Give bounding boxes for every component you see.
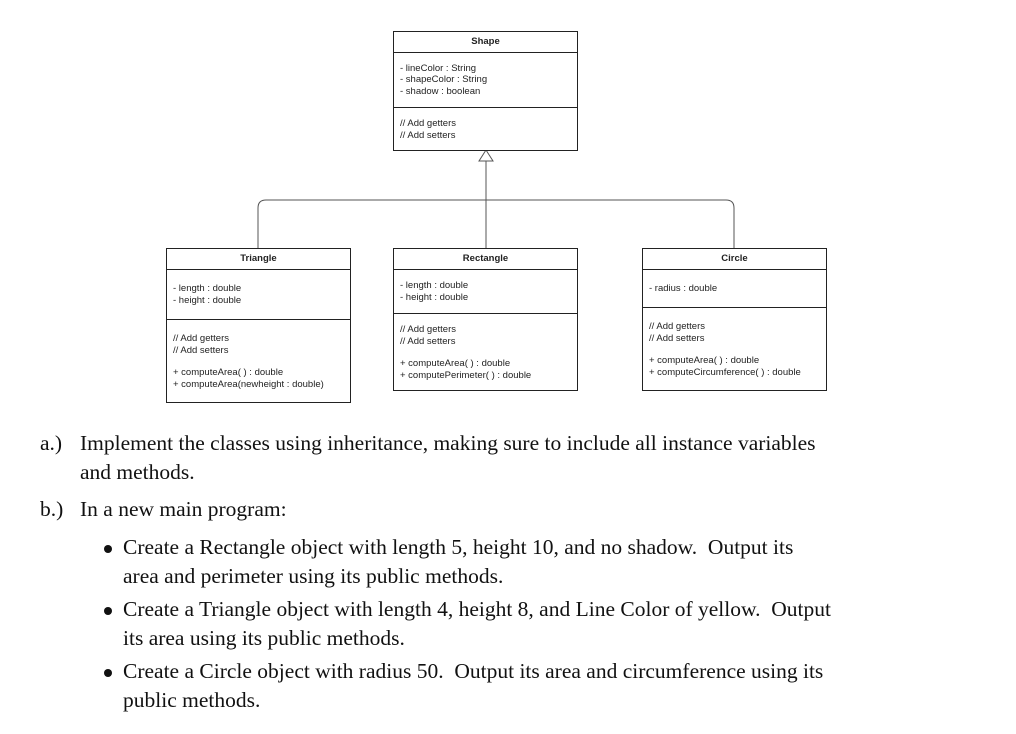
bullet-dot	[104, 607, 112, 615]
operation: + computePerimeter( ) : double	[400, 369, 532, 381]
class-circle: Circle - radius : double // Add getters …	[642, 248, 827, 391]
operation: + computeArea(newheight : double)	[173, 378, 324, 390]
class-shape-name: Shape	[394, 32, 577, 53]
method: // Add setters	[649, 332, 705, 344]
class-rectangle-methods: // Add getters // Add setters + computeA…	[394, 314, 577, 391]
operation: + computeArea( ) : double	[649, 355, 760, 366]
class-circle-attributes: - radius : double	[643, 270, 826, 308]
class-shape: Shape - lineColor : String - shapeColor …	[393, 31, 578, 151]
bullet-dot	[104, 545, 112, 553]
method: // Add getters	[173, 333, 229, 344]
class-shape-methods: // Add getters // Add setters	[394, 108, 577, 151]
attribute: - radius : double	[649, 282, 718, 294]
question-a-label: a.)	[40, 431, 63, 455]
question-a-line: and methods.	[80, 460, 195, 484]
bullet-line: its area using its public methods.	[123, 626, 405, 650]
bullet-line: Create a Circle object with radius 50. O…	[123, 659, 824, 683]
attribute: - length : double	[400, 280, 469, 291]
method: // Add setters	[173, 344, 229, 356]
connector-triangle	[257, 199, 486, 248]
class-triangle-name: Triangle	[167, 249, 350, 270]
class-rectangle: Rectangle - length : double - height : d…	[393, 248, 578, 391]
operation: + computeCircumference( ) : double	[649, 366, 801, 378]
attribute: - lineColor : String	[400, 62, 477, 74]
class-circle-methods: // Add getters // Add setters + computeA…	[643, 308, 826, 391]
bullet-line: Create a Triangle object with length 4, …	[123, 597, 831, 621]
method: // Add setters	[400, 129, 456, 141]
attribute: - shadow : boolean	[400, 85, 481, 97]
bullet-item: Create a Rectangle object with length 5,…	[104, 533, 794, 591]
method: // Add getters	[400, 324, 456, 335]
operation: + computeArea( ) : double	[173, 367, 284, 378]
attribute: - height : double	[173, 294, 242, 306]
bullet-line: public methods.	[123, 688, 261, 712]
bullet-dot	[104, 669, 112, 677]
connector-circle	[486, 199, 735, 248]
bullet-item: Create a Triangle object with length 4, …	[104, 595, 831, 653]
operation: + computeArea( ) : double	[400, 358, 511, 369]
class-rectangle-attributes: - length : double - height : double	[394, 270, 577, 314]
class-triangle-methods: // Add getters // Add setters + computeA…	[167, 320, 350, 403]
class-triangle: Triangle - length : double - height : do…	[166, 248, 351, 403]
bullet-item: Create a Circle object with radius 50. O…	[104, 657, 824, 715]
attribute: - height : double	[400, 291, 469, 303]
bullet-line: Create a Rectangle object with length 5,…	[123, 535, 794, 559]
class-triangle-attributes: - length : double - height : double	[167, 270, 350, 320]
method: // Add getters	[400, 118, 456, 129]
method: // Add getters	[649, 321, 705, 332]
question-b-label: b.)	[40, 497, 64, 521]
question-b-text: In a new main program:	[80, 497, 287, 521]
bullet-line: area and perimeter using its public meth…	[123, 564, 504, 588]
class-shape-attributes: - lineColor : String - shapeColor : Stri…	[394, 53, 577, 108]
class-circle-name: Circle	[643, 249, 826, 270]
class-rectangle-name: Rectangle	[394, 249, 577, 270]
inheritance-arrowhead	[478, 149, 494, 162]
question-a-line: Implement the classes using inheritance,…	[80, 431, 816, 455]
attribute: - length : double	[173, 283, 242, 294]
method: // Add setters	[400, 335, 456, 347]
attribute: - shapeColor : String	[400, 74, 488, 86]
